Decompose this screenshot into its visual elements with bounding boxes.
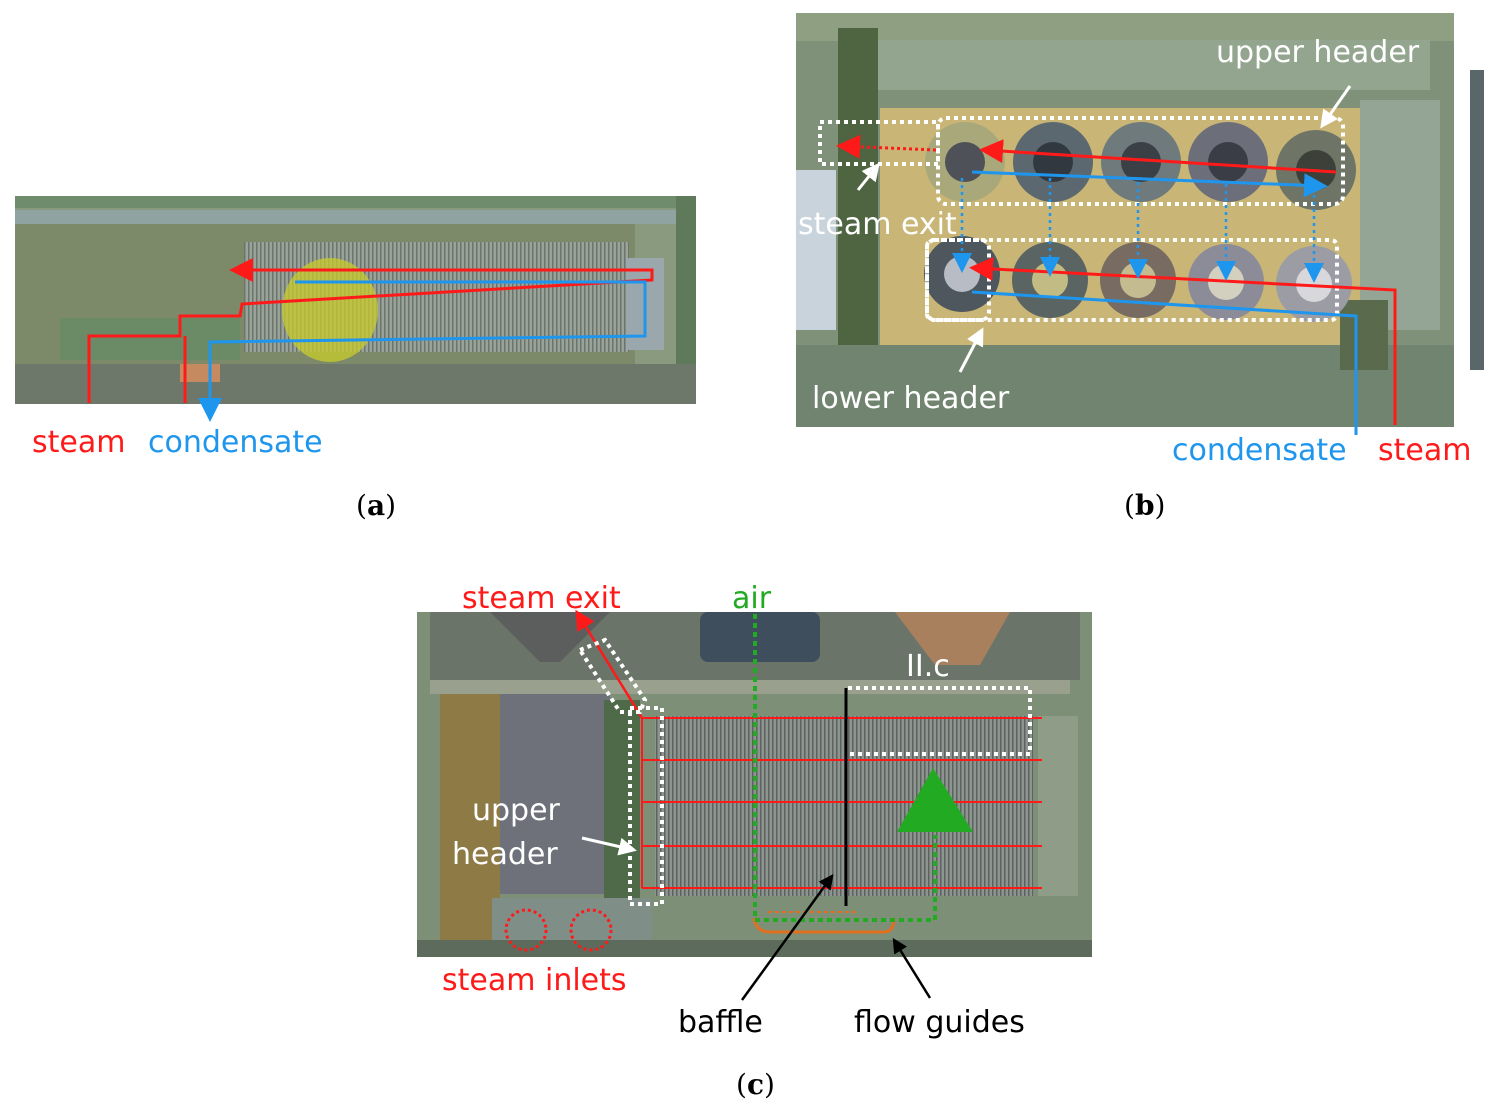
panel-b-steam-exit-label: steam exit <box>798 207 957 242</box>
panel-b-steam-exit-path <box>836 134 937 159</box>
panel-a-inlet-duct <box>60 318 240 360</box>
panel-b-pipe <box>1340 300 1388 370</box>
panel-c-baffle-leader <box>740 873 834 1001</box>
panel-b-steam-lower-path <box>969 256 1397 425</box>
panel-c-upper-header-label-2: header <box>452 837 558 872</box>
panel-c-air-path <box>753 614 937 922</box>
panel-b-caption: (b) <box>1124 489 1165 522</box>
panel-b-steam-exit-leader <box>856 162 880 191</box>
panel-c-upper-header-outline <box>628 706 664 906</box>
panel-a-top-rail <box>15 196 696 208</box>
panel-c-fan-motor <box>700 612 820 662</box>
panel-c-cross-rail <box>430 680 1070 694</box>
panel-c-base <box>417 940 1092 957</box>
panel-b-steam-label: steam <box>1378 433 1471 468</box>
panel-c-upper-header-label-1: upper <box>472 793 561 828</box>
panel-a-cover <box>15 210 685 224</box>
panel-c-inner-plate <box>500 694 610 894</box>
panel-c-flow-guides-leader <box>892 937 932 999</box>
panel-b-lower-header-leader <box>958 327 984 373</box>
panel-c-steam-exit-arrow <box>575 609 644 719</box>
panel-b-top-plate <box>870 40 1430 90</box>
panel-a-fan <box>282 258 378 362</box>
panel-c-baffle-label: baffle <box>678 1005 763 1040</box>
panel-c-steam-inlet-1 <box>504 908 548 952</box>
panel-c-section-outline <box>848 686 1032 756</box>
panel-c-tube-bundle <box>655 716 1033 896</box>
panel-c-right-duct <box>895 612 1010 665</box>
panel-b-upper-header-leader <box>1320 85 1352 129</box>
panel-b-condensate-drops <box>952 178 1324 283</box>
panel-c-flow-guides-label: flow guides <box>854 1005 1025 1040</box>
panel-c-upper-header-leader <box>581 836 637 856</box>
panel-c-left-plate <box>440 694 500 944</box>
panel-b-upper-header-label: upper header <box>1216 35 1420 70</box>
panel-b-condensate-outlet <box>971 290 1358 435</box>
panel-b: upper header steam exit lower header con… <box>796 13 1484 522</box>
panel-c-steam-exit-label: steam exit <box>462 581 621 616</box>
panel-c-caption: (c) <box>736 1068 775 1101</box>
panel-a-base <box>15 364 696 404</box>
panel-c-steam-inlets-label: steam inlets <box>442 963 627 998</box>
panel-c-section-label: II.c <box>906 649 950 684</box>
panel-b-condensate-label: condensate <box>1172 433 1347 468</box>
panel-c-header-wall <box>604 700 640 900</box>
panel-c-right-wall <box>1038 716 1078 896</box>
panel-a-condensate-path <box>198 280 647 422</box>
panel-b-condensate-upper <box>971 170 1328 198</box>
panel-b-lower-header-label: lower header <box>812 381 1010 416</box>
panel-c-inlet-box <box>492 898 652 948</box>
panel-b-right-panel <box>1360 100 1440 330</box>
panel-a-caption: (a) <box>356 489 396 522</box>
panel-a-steam-path <box>87 258 654 403</box>
panel-a-steam-label: steam <box>32 425 125 460</box>
panel-b-left-post <box>838 28 878 358</box>
panel-a-right-wall <box>676 196 696 404</box>
panel-c: steam exit air II.c upper header steam i… <box>417 581 1092 1101</box>
panel-c-exit-duct-outline <box>577 637 648 714</box>
panel-c-steam-tubes <box>641 717 1042 889</box>
panel-b-handle <box>1470 70 1484 370</box>
panel-c-air-arrow <box>897 768 973 832</box>
panel-b-upper-header-outline <box>936 116 1345 206</box>
panel-a-condensate-label: condensate <box>148 425 323 460</box>
panel-b-steam-upper-path <box>979 139 1337 174</box>
panel-b-lower-header-outline <box>925 238 1339 322</box>
panel-c-air-label: air <box>732 581 772 616</box>
panel-c-steam-inlet-2 <box>569 908 613 952</box>
panel-a: steam condensate (a) <box>15 196 696 522</box>
panel-b-top-rail <box>796 13 1454 41</box>
panel-c-flow-guide <box>752 917 896 934</box>
panel-b-fan-edge <box>796 170 836 330</box>
